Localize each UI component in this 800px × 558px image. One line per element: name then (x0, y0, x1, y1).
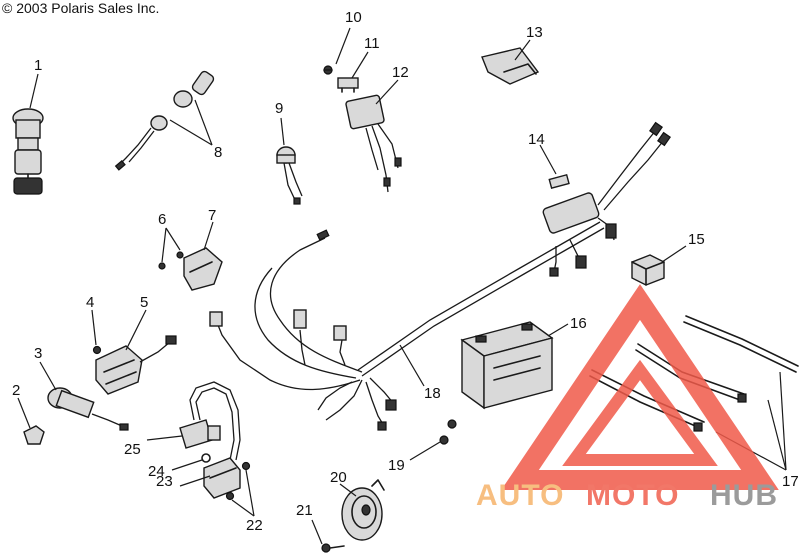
part-24-washer (201, 453, 211, 463)
leader-8b (169, 119, 213, 146)
part-15-relay (631, 254, 665, 286)
callout-24: 24 (148, 463, 165, 480)
callout-8: 8 (214, 144, 222, 161)
callout-9: 9 (275, 100, 283, 117)
leader-22b (231, 499, 255, 517)
callout-7: 7 (208, 207, 216, 224)
callout-17: 17 (782, 473, 799, 490)
leader-23 (179, 475, 211, 487)
leader-19 (409, 441, 441, 461)
callout-2: 2 (12, 382, 20, 399)
callout-15: 15 (688, 231, 705, 248)
part-1-ignition-switch (12, 108, 44, 195)
leader-1 (29, 73, 39, 109)
callout-3: 3 (34, 345, 42, 362)
leader-4 (91, 309, 97, 346)
leader-15 (661, 245, 687, 263)
part-21-screw (321, 543, 345, 553)
leader-21 (311, 519, 323, 545)
part-11-fuse (337, 77, 359, 93)
part-6-screws (158, 251, 184, 270)
part-12-module (345, 94, 402, 193)
leader-17c (779, 371, 787, 471)
callout-12: 12 (392, 64, 409, 81)
leader-3 (39, 361, 57, 391)
part-19-bolts (439, 419, 457, 445)
callout-18: 18 (424, 385, 441, 402)
leader-5 (125, 309, 147, 351)
part-16-battery (460, 321, 554, 410)
callout-11: 11 (364, 35, 380, 52)
callout-19: 19 (388, 457, 405, 474)
copyright-text: © 2003 Polaris Sales Inc. (2, 0, 159, 16)
callout-6: 6 (158, 211, 166, 228)
leader-10 (335, 27, 351, 65)
callout-16: 16 (570, 315, 587, 332)
leader-2 (17, 397, 31, 429)
leader-6a (165, 227, 181, 251)
part-25-spark-cap (179, 381, 241, 461)
callout-20: 20 (330, 469, 347, 486)
callout-14: 14 (528, 131, 545, 148)
callout-21: 21 (296, 502, 313, 519)
part-22-bolts (225, 461, 251, 501)
leader-8a (194, 99, 213, 146)
leader-22a (245, 469, 255, 517)
part-2-clip (23, 425, 45, 445)
leader-18 (399, 344, 425, 387)
watermark-moto: MOTO (586, 479, 679, 512)
leader-14 (539, 144, 557, 175)
watermark-auto: AUTO (476, 479, 564, 512)
part-18-wiring-harness (209, 121, 671, 431)
leader-24 (171, 459, 203, 471)
part-4-screw (92, 345, 102, 355)
callout-10: 10 (345, 9, 362, 26)
watermark-hub: HUB (710, 479, 778, 512)
watermark-logo: AUTO MOTO HUB (476, 284, 779, 512)
leader-20 (339, 483, 357, 497)
callout-22: 22 (246, 517, 263, 534)
part-10-screw (323, 65, 333, 75)
leader-6b (161, 227, 167, 263)
leader-16 (547, 323, 569, 337)
leader-9 (280, 117, 285, 146)
part-5-cdi-box (95, 335, 177, 395)
leader-25 (146, 435, 183, 441)
callout-23: 23 (156, 473, 173, 490)
part-20-horn (341, 479, 385, 541)
leader-12 (375, 79, 399, 105)
part-13-cover (481, 47, 540, 85)
leader-13 (514, 39, 531, 61)
callout-5: 5 (140, 294, 148, 311)
callout-13: 13 (526, 24, 543, 41)
leader-7 (203, 221, 214, 251)
callout-1: 1 (34, 57, 42, 74)
part-7-regulator (183, 247, 223, 291)
leader-11 (351, 51, 369, 79)
part-23-ignition-coil (203, 457, 241, 499)
leader-17a (767, 399, 787, 471)
part-14-connector (548, 173, 570, 190)
part-9-lamp-socket (276, 146, 303, 205)
callout-25: 25 (124, 441, 141, 458)
part-3-component (47, 387, 129, 431)
callout-4: 4 (86, 294, 94, 311)
part-8-switch-assembly (114, 70, 215, 171)
